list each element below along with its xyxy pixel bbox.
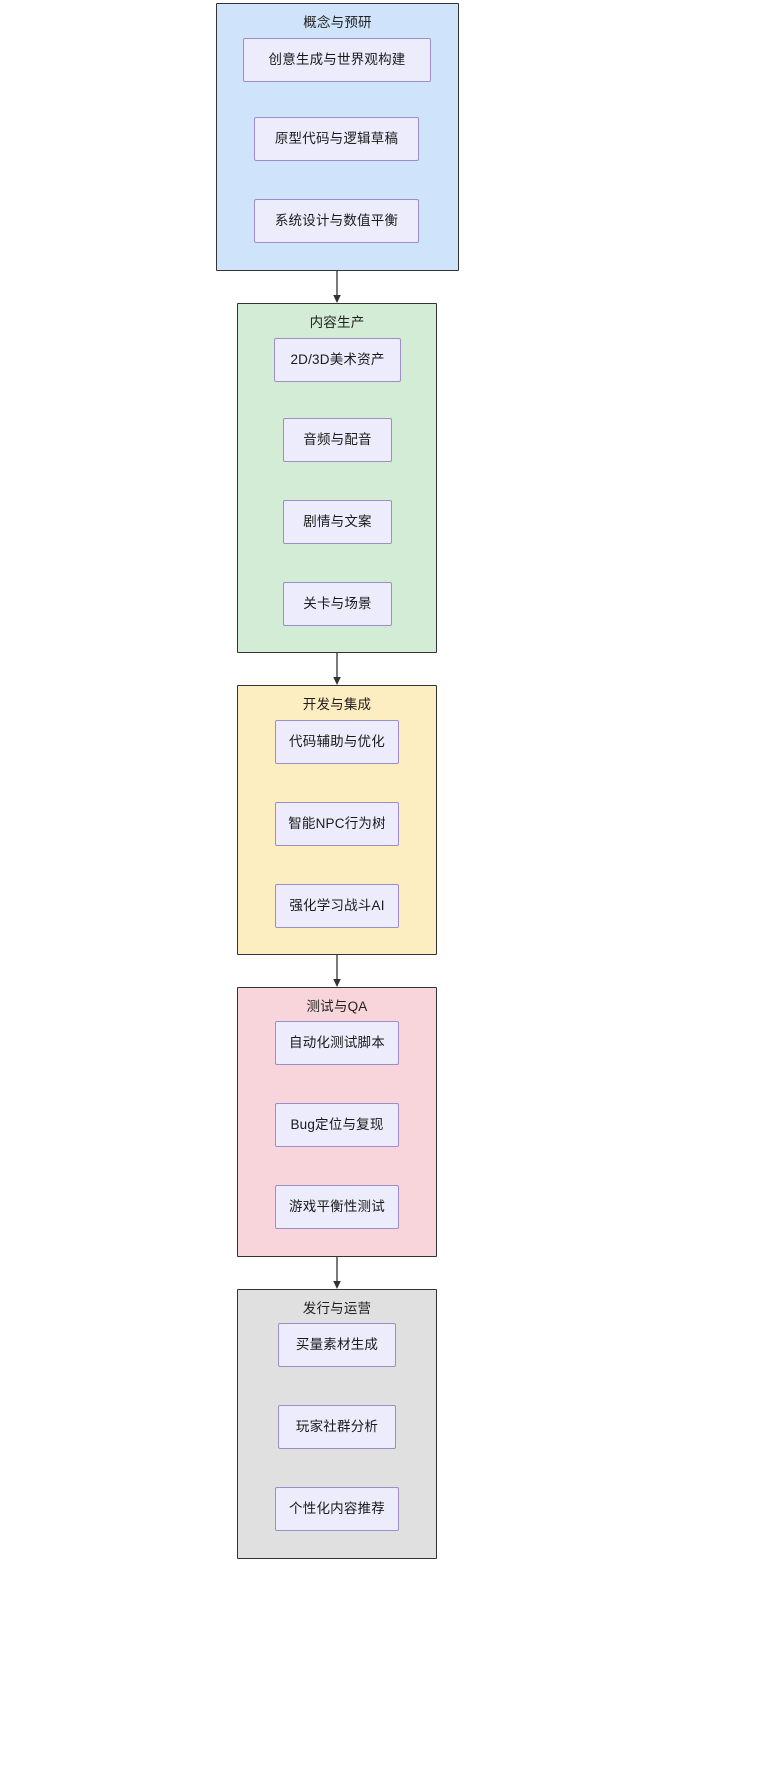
node-balance-label: 游戏平衡性测试 [289, 1199, 385, 1215]
edge-qa-to-publish [330, 1257, 346, 1291]
node-prototype[interactable]: 原型代码与逻辑草稿 [254, 117, 419, 161]
node-recommend[interactable]: 个性化内容推荐 [275, 1487, 399, 1531]
node-community[interactable]: 玩家社群分析 [278, 1405, 396, 1449]
node-art[interactable]: 2D/3D美术资产 [274, 338, 401, 382]
cluster-dev-title: 开发与集成 [302, 697, 372, 712]
node-level-label: 关卡与场景 [303, 596, 372, 612]
node-idea-label: 创意生成与世界观构建 [268, 52, 406, 68]
edge-content-to-dev [330, 653, 346, 687]
edge-dev-to-qa [330, 955, 346, 989]
node-level[interactable]: 关卡与场景 [283, 582, 392, 626]
node-story[interactable]: 剧情与文案 [283, 500, 392, 544]
node-rl[interactable]: 强化学习战斗AI [275, 884, 399, 928]
node-recommend-label: 个性化内容推荐 [289, 1501, 385, 1517]
node-system[interactable]: 系统设计与数值平衡 [254, 199, 419, 243]
node-audio[interactable]: 音频与配音 [283, 418, 392, 462]
node-system-label: 系统设计与数值平衡 [274, 213, 399, 229]
node-ua[interactable]: 买量素材生成 [278, 1323, 396, 1367]
edge-concept-to-content [330, 271, 346, 305]
node-rl-label: 强化学习战斗AI [289, 898, 385, 914]
node-code-label: 代码辅助与优化 [289, 734, 385, 750]
node-balance[interactable]: 游戏平衡性测试 [275, 1185, 399, 1229]
node-code[interactable]: 代码辅助与优化 [275, 720, 399, 764]
cluster-publish-title: 发行与运营 [302, 1301, 372, 1316]
node-npc[interactable]: 智能NPC行为树 [275, 802, 399, 846]
cluster-content-title: 内容生产 [309, 315, 365, 330]
node-story-label: 剧情与文案 [303, 514, 372, 530]
node-autotest[interactable]: 自动化测试脚本 [275, 1021, 399, 1065]
node-community-label: 玩家社群分析 [295, 1419, 379, 1435]
node-bug-label: Bug定位与复现 [290, 1117, 384, 1133]
node-idea[interactable]: 创意生成与世界观构建 [243, 38, 431, 82]
node-prototype-label: 原型代码与逻辑草稿 [274, 131, 399, 147]
node-ua-label: 买量素材生成 [295, 1337, 379, 1353]
cluster-concept-title: 概念与预研 [303, 15, 372, 30]
node-npc-label: 智能NPC行为树 [288, 816, 386, 832]
node-autotest-label: 自动化测试脚本 [289, 1035, 385, 1051]
node-bug[interactable]: Bug定位与复现 [275, 1103, 399, 1147]
node-art-label: 2D/3D美术资产 [290, 352, 385, 368]
cluster-qa-title: 测试与QA [306, 999, 368, 1014]
node-audio-label: 音频与配音 [303, 432, 372, 448]
